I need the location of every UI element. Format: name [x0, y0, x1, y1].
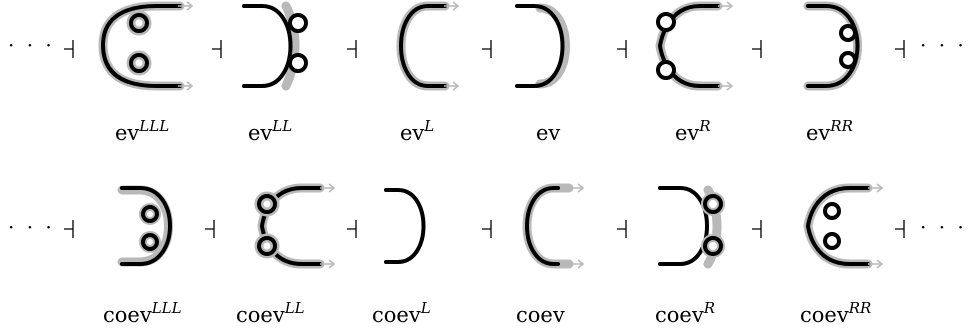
label-ev-RR: evRR — [806, 117, 853, 145]
diagram-ev-R — [655, 1, 734, 91]
labels-row1: evLLL evLL evL ev evR evRR — [115, 117, 853, 145]
diagram-ev-L — [396, 1, 460, 91]
label-ev: ev — [536, 121, 560, 145]
diagram-coev-RR — [803, 183, 884, 269]
label-ev-R: evR — [675, 117, 711, 145]
label-ev-L: evL — [400, 117, 434, 145]
ellipsis-right: · · · — [920, 215, 967, 239]
diagram-coev-R — [658, 185, 725, 269]
label-coev-LLL: coevLLL — [103, 299, 182, 327]
label-coev-LL: coevLL — [236, 299, 305, 327]
diagram-ev — [515, 3, 570, 89]
labels-row2: coevLLL coevLL coevL coev coevR coevRR — [103, 299, 871, 327]
diagram-ev-RR — [803, 1, 862, 91]
adjoint-symbols-row2 — [64, 220, 905, 238]
diagram-ev-LL — [242, 1, 308, 91]
diagram-coev — [522, 183, 585, 269]
label-coev-R: coevR — [655, 299, 715, 327]
ellipsis-right: · · · — [920, 33, 967, 57]
diagram-ev-LLL — [98, 1, 194, 91]
diagram-coev-L — [384, 188, 426, 264]
label-coev-RR: coevRR — [800, 299, 871, 327]
adjoint-symbols-row1 — [64, 40, 905, 58]
row-ev: · · · · · · — [8, 1, 967, 145]
label-ev-LL: evLL — [248, 117, 292, 145]
diagram-coev-LLL — [117, 185, 173, 267]
ellipsis-left: · · · — [8, 33, 55, 57]
ellipsis-left: · · · — [8, 215, 55, 239]
label-coev: coev — [516, 303, 565, 327]
row-coev: · · · · · · — [8, 183, 967, 327]
label-coev-L: coevL — [372, 299, 431, 327]
label-ev-LLL: evLLL — [115, 117, 169, 145]
diagram-coev-LL — [254, 183, 336, 269]
